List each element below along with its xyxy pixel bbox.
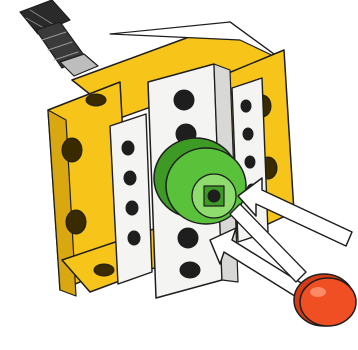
cable-connector [20,0,98,76]
